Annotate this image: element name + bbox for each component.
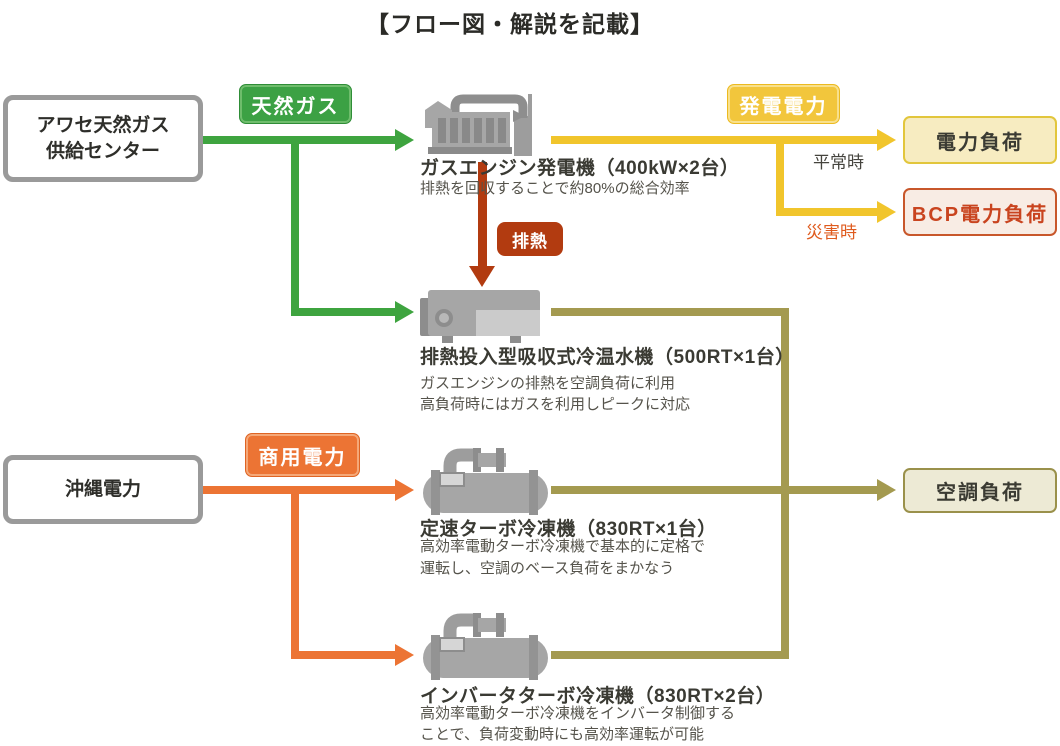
fixed-speed-turbo-chiller-icon [418,443,555,516]
equip-name-gas-engine: ガスエンジン発電機（400kW×2台） [420,158,740,179]
load-label-bcp-electric: BCP電力負荷 [911,203,1049,226]
badge-generated-power: 発電電力 [727,84,840,124]
equip-name-fixed-speed-turbo: 定速ターボ冷凍機（830RT×1台） [420,519,717,540]
absorption-chiller-icon [418,284,548,346]
equip-name-absorption-chiller: 排熱投入型吸収式冷温水機（500RT×1台） [420,347,795,368]
equip-desc-inverter-turbo-2: ことで、負荷変動時にも高効率運転が可能 [420,726,704,743]
source-label-awase: アワセ天然ガス 供給センター [36,114,170,162]
equip-desc-absorption-chiller-1: ガスエンジンの排熱を空調負荷に利用 [420,375,676,392]
equip-desc-fixed-speed-turbo-2: 運転し、空調のベース負荷をまかなう [420,560,675,577]
chiller-output-arrow-hvac-load [877,479,896,501]
equip-desc-absorption-chiller-2: 高負荷時にはガスを利用しピークに対応 [420,396,691,413]
chiller-output-line-inverter-turbo [551,651,789,659]
badge-exhaust-heat-label: 排熱 [512,231,548,251]
inverter-turbo-chiller-icon [418,608,555,681]
natural-gas-arrow-to-chiller [395,301,414,323]
badge-generated-power-label: 発電電力 [739,95,828,118]
badge-natural-gas-label: 天然ガス [251,95,340,118]
load-label-electric: 電力負荷 [936,131,1024,154]
equip-name-inverter-turbo: インバータターボ冷凍機（830RT×2台） [420,686,776,707]
page-title: 【フロー図・解説を記載】 [366,11,654,37]
generated-power-branch-line [776,136,784,216]
chiller-output-line-fixed-turbo [551,486,877,494]
gas-engine-generator-icon [422,88,547,160]
load-label-hvac: 空調負荷 [936,482,1024,504]
generated-power-line [551,136,877,144]
source-box-awase-gas-center: アワセ天然ガス 供給センター [3,95,203,182]
label-disaster-time: 災害時 [806,223,857,242]
exhaust-heat-arrow [469,266,495,287]
label-normal-time: 平常時 [813,153,864,172]
source-label-okinawa: 沖縄電力 [64,478,141,500]
commercial-power-branch-line [291,486,299,659]
natural-gas-branch-line [291,136,299,316]
generated-power-arrow-bcp-load [877,201,896,223]
equip-desc-inverter-turbo-1: 高効率電動ターボ冷凍機をインバータ制御する [420,705,736,722]
load-box-electric: 電力負荷 [903,116,1057,164]
generated-power-arrow-electric-load [877,129,896,151]
generated-power-line-bcp [776,208,877,216]
commercial-power-arrow-inverter-turbo [395,644,414,666]
badge-exhaust-heat: 排熱 [497,222,563,256]
exhaust-heat-line [478,162,487,270]
natural-gas-line-to-chiller [295,308,395,316]
load-box-bcp-electric: BCP電力負荷 [903,188,1057,236]
chiller-output-line-absorption [551,308,789,316]
badge-commercial-power: 商用電力 [245,433,360,477]
natural-gas-line-to-engine [203,136,395,144]
load-box-hvac: 空調負荷 [903,468,1057,513]
commercial-power-line-inverter-turbo [295,651,395,659]
source-box-okinawa-electric: 沖縄電力 [3,455,203,524]
badge-commercial-power-label: 商用電力 [258,446,347,469]
chiller-output-trunk-line [781,308,789,659]
natural-gas-arrow-to-engine [395,129,414,151]
commercial-power-line-fixed-turbo [203,486,395,494]
commercial-power-arrow-fixed-turbo [395,479,414,501]
badge-natural-gas: 天然ガス [239,84,352,124]
equip-desc-fixed-speed-turbo-1: 高効率電動ターボ冷凍機で基本的に定格で [420,538,706,555]
equip-desc-gas-engine: 排熱を回収することで約80%の総合効率 [420,180,690,197]
